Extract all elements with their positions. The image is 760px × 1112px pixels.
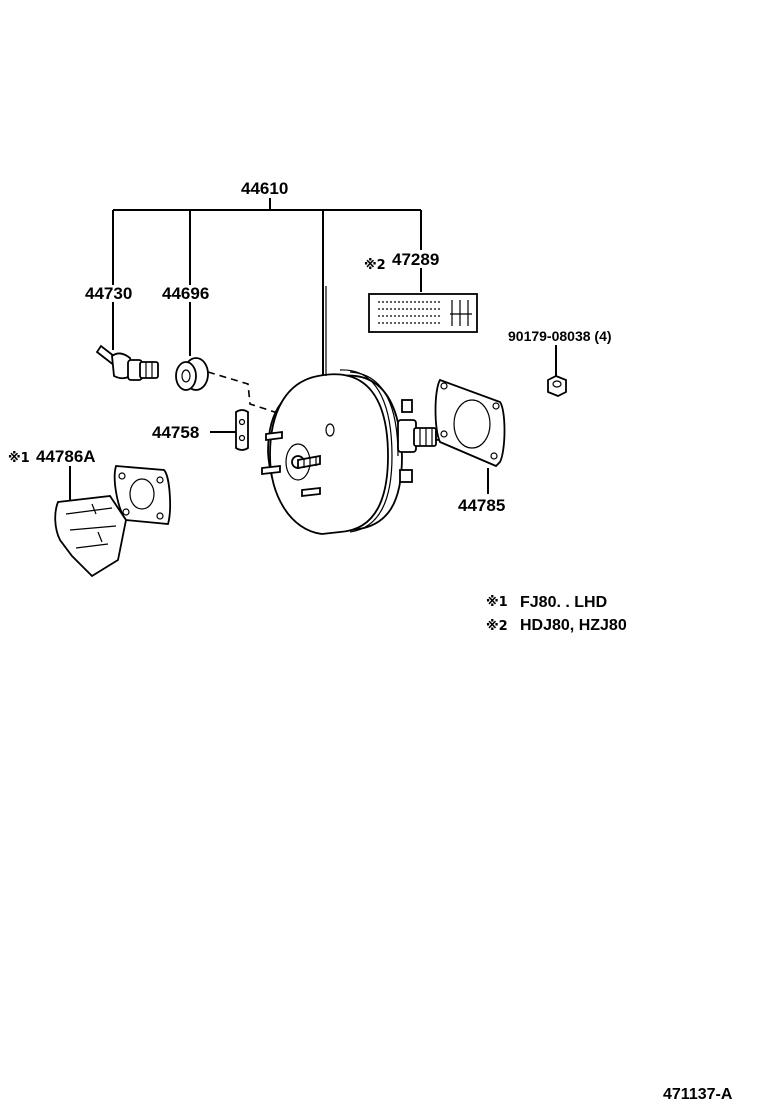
label-caution-plate: 47289 xyxy=(392,250,439,269)
note-2-mark: ※2 xyxy=(486,619,508,634)
grommet-alignment-dashline xyxy=(207,371,331,431)
label-hose: 44730 xyxy=(85,284,132,303)
assembly-leader-tree xyxy=(69,198,557,500)
clip-drawing xyxy=(235,409,249,451)
footnotes: ※1 FJ80. . LHD ※2 HDJ80, HZJ80 xyxy=(486,594,627,634)
label-bracket: 44786A xyxy=(36,447,96,466)
brake-booster-drawing xyxy=(261,286,457,535)
nut-drawing xyxy=(547,375,567,397)
label-clip: 44758 xyxy=(152,423,199,442)
gasket-drawing xyxy=(434,378,506,468)
caution-plate-drawing xyxy=(368,293,478,333)
note-1-text: FJ80. . LHD xyxy=(520,594,607,611)
note-1-mark: ※1 xyxy=(486,595,508,610)
label-gasket: 44785 xyxy=(458,496,505,515)
grommet-drawing xyxy=(175,357,209,391)
bracket-drawing xyxy=(54,465,171,578)
diagram-id: 471137-A xyxy=(663,1086,733,1103)
note-2-text: HDJ80, HZJ80 xyxy=(520,617,627,634)
vacuum-hose-fitting-drawing xyxy=(95,344,159,381)
label-nut: 90179-08038 (4) xyxy=(508,328,612,344)
mark-caution-plate: ※2 xyxy=(364,258,386,273)
label-assembly: 44610 xyxy=(241,179,288,198)
mark-bracket: ※1 xyxy=(8,451,30,466)
label-grommet: 44696 xyxy=(162,284,209,303)
